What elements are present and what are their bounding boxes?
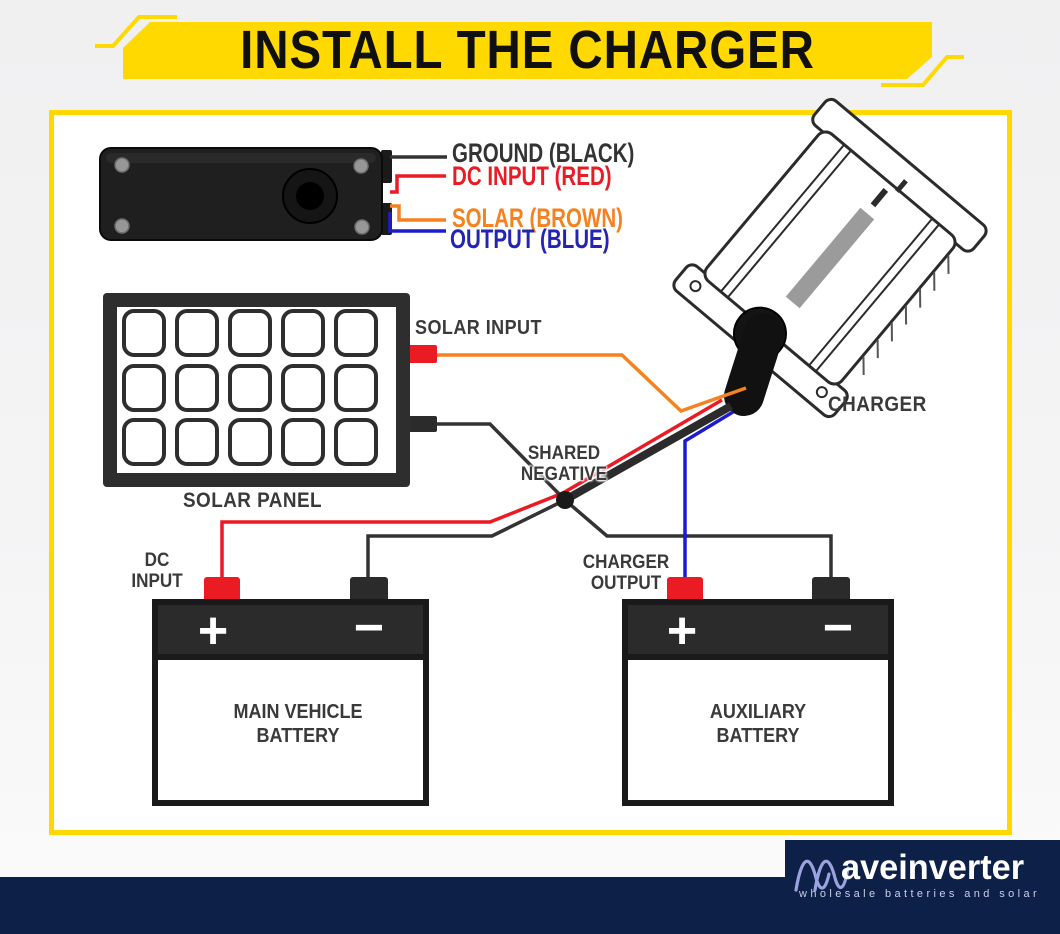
aux-battery-label: AUXILIARY BATTERY	[709, 701, 807, 747]
legend-label-ground: GROUND (BLACK)	[452, 138, 635, 168]
brand-logo: aveinverter wholesale batteries and sola…	[785, 840, 1060, 934]
solar-panel-label: SOLAR PANEL	[183, 489, 323, 512]
shared-negative-label: SHARED NEGATIVE	[520, 443, 608, 485]
charger-label: CHARGER	[828, 393, 927, 416]
page-title: INSTALL THE CHARGER	[240, 20, 815, 80]
charger-output-label: CHARGER OUTPUT	[582, 552, 670, 594]
legend-label-output: OUTPUT (BLUE)	[450, 224, 610, 254]
title-banner	[123, 22, 932, 79]
brand-tagline: wholesale batteries and solar	[799, 888, 1041, 900]
legend-label-solar: SOLAR (BROWN)	[452, 203, 623, 233]
solar-input-label: SOLAR INPUT	[415, 317, 542, 339]
legend-label-dc-input: DC INPUT (RED)	[452, 161, 612, 191]
brand-name: aveinverter	[841, 848, 1025, 887]
main-battery-label: MAIN VEHICLE BATTERY	[233, 701, 363, 747]
wave-logo-icon	[794, 859, 850, 892]
dc-input-label: DC INPUT	[131, 550, 183, 592]
